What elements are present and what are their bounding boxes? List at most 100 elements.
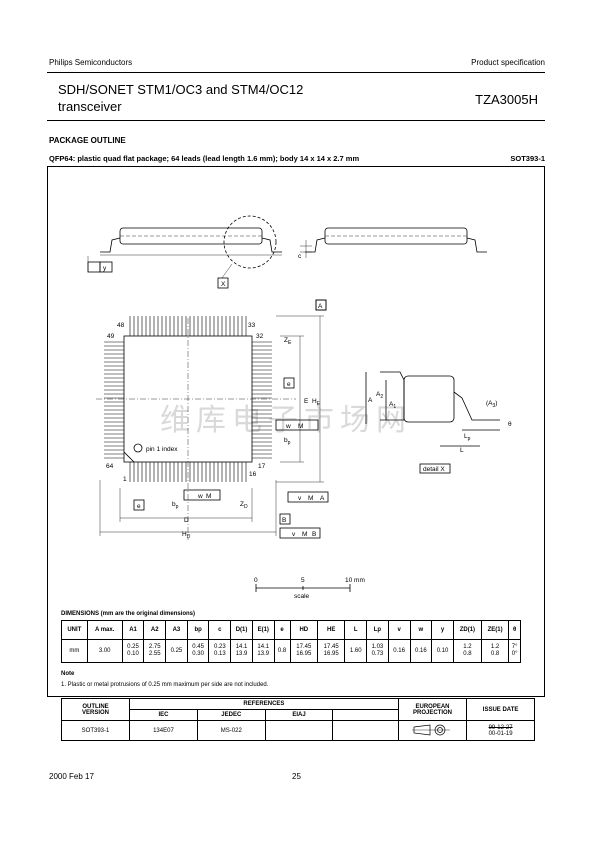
label-hd: HD [182,531,191,540]
dim-header-cell: A2 [143,620,167,640]
label-w-bottom: w [197,493,203,500]
dim-header-cell: ZE(1) [480,620,510,640]
label-a-datum: A [318,303,323,310]
dim-header-cell: y [431,620,454,640]
issue-date-value: 99-12-27 00-01-19 [466,720,535,741]
label-e-top: e [287,381,291,388]
label-a1: A1 [389,401,396,410]
label-y: y [103,265,107,272]
label-m-bottom: M [206,493,211,500]
section-heading: PACKAGE OUTLINE [49,136,126,145]
dim-header-cell: HD [289,620,318,640]
jedec-value: MS-022 [196,720,266,741]
watermark: 维库电子市场网 [160,403,412,438]
dim-header-cell: bp [186,620,210,640]
eiaj-value [264,720,334,741]
label-lp: Lp [464,433,471,442]
dim-value-cell: 17.45 16.95 [289,639,318,663]
dim-value-cell: 1.2 0.8 [452,639,482,663]
dim-header-cell: ZD(1) [452,620,482,640]
dim-header-cell: A3 [165,620,188,640]
pin-49: 49 [107,333,115,340]
dimensions-title: DIMENSIONS (mm are the original dimensio… [61,611,196,617]
package-code: SOT393-1 [510,154,545,163]
pin-33: 33 [248,322,256,329]
scale-label-0: 0 [254,577,258,584]
dim-header-cell: Lp [366,620,389,640]
dim-value-cell: 0.16 [409,639,433,663]
pin-1-index-label: pin 1 index [146,446,178,453]
dim-value-cell: 17.45 16.95 [316,639,346,663]
label-a3: (A3) [486,400,497,409]
label-x: X [221,281,226,288]
pin-17: 17 [258,463,266,470]
dim-value-cell: 0.25 [165,639,188,663]
dim-header-cell: A max. [86,620,123,640]
dim-value-cell: 1.03 0.73 [366,639,389,663]
dim-value-cell: 0.23 0.13 [208,639,232,663]
package-description: QFP64: plastic quad flat package; 64 lea… [49,154,360,163]
european-projection-header: EUROPEAN PROJECTION [397,698,468,721]
pin-32: 32 [256,333,264,340]
dim-value-cell: 0.25 0.10 [121,639,145,663]
references-blank-header [332,709,399,721]
issue-date-new: 00-01-19 [488,730,513,737]
label-e-bottom: e [137,503,141,510]
label-a-height: A [368,397,373,404]
note-text: 1. Plastic or metal protrusions of 0.25 … [61,682,269,688]
company-name: Philips Semiconductors [49,58,133,67]
side-view-left [87,215,282,289]
label-b-datum: B [282,517,286,524]
label-a2: A2 [376,391,383,400]
label-bp-right: bp [284,437,291,446]
dim-header-cell: θ [508,620,521,640]
dim-header-cell: e [273,620,291,640]
detail-x-view [365,371,500,474]
note-heading: Note [61,671,75,677]
dim-value-cell: 0.16 [387,639,411,663]
outline-version-value: SOT393-1 [60,720,131,741]
label-bp-bottom: bp [172,501,179,510]
dim-header-cell: D(1) [230,620,253,640]
dim-value-cell: mm [61,639,88,663]
dim-value-cell: 7° 0° [508,639,521,663]
side-view-right [300,227,487,311]
footer-page-number: 25 [292,772,301,781]
outline-frame [47,166,545,697]
label-m-b: M [302,531,307,538]
issue-date-header: ISSUE DATE [466,698,535,721]
label-l: L [460,447,464,454]
iec-value: 134E07 [129,720,198,741]
jedec-header: JEDEC [196,709,266,721]
dim-header-cell: HE [316,620,346,640]
scale-label-5: 5 [301,577,305,584]
label-b-ref: B [312,531,316,538]
dim-header-cell: UNIT [61,620,88,640]
label-theta: θ [508,421,512,428]
outline-version-header: OUTLINE VERSION [60,698,131,721]
detail-x-label: detail X [423,466,445,473]
label-zd: ZD [240,501,248,510]
dim-value-cell: 14.1 13.9 [251,639,275,663]
issue-date-old: 99-12-27 [488,724,513,731]
top-view [96,299,329,540]
dim-value-cell: 2.75 2.55 [143,639,167,663]
document-title-line1: SDH/SONET STM1/OC3 and STM4/OC12 [58,82,304,97]
label-d-dim: D [184,517,189,524]
footer-date: 2000 Feb 17 [49,772,94,781]
projection-symbol [397,720,468,741]
dim-header-cell: v [387,620,411,640]
label-w-right: w [285,423,291,430]
dim-value-cell: 0.8 [273,639,291,663]
dim-value-cell: 3.00 [86,639,123,663]
dim-value-cell: 0.10 [431,639,454,663]
label-e-dim: E [304,398,309,405]
dim-value-cell: 0.45 0.30 [186,639,210,663]
label-v-a: v [298,495,302,502]
dim-header-cell: w [409,620,433,640]
label-he: HE [312,398,321,407]
pin-16: 16 [249,471,257,478]
